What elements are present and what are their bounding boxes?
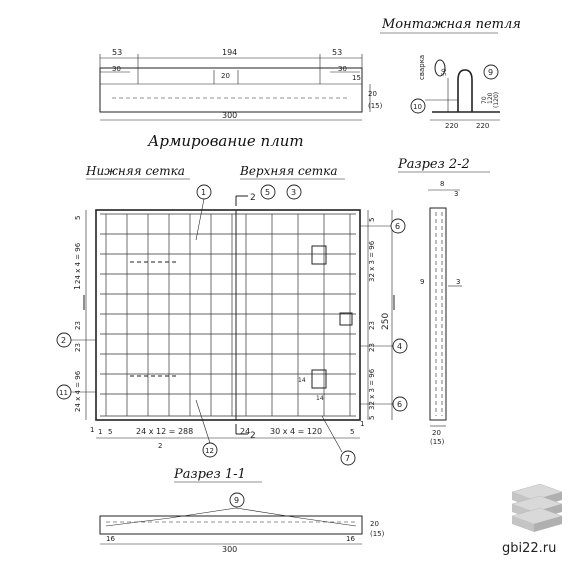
svg-text:23: 23 <box>368 321 376 330</box>
svg-text:9: 9 <box>488 68 493 77</box>
svg-text:1: 1 <box>73 285 82 290</box>
svg-text:5: 5 <box>368 416 376 420</box>
svg-text:1: 1 <box>90 426 94 434</box>
svg-text:24 x 4 = 96: 24 x 4 = 96 <box>74 370 82 412</box>
svg-text:1: 1 <box>98 428 102 436</box>
svg-text:3: 3 <box>454 190 458 198</box>
dim-15: 15 <box>352 74 361 82</box>
plan-view: 2 2 1 14 14 5 24 x 4 = 96 23 23 24 x 4 =… <box>56 184 408 466</box>
svg-text:(15): (15) <box>370 530 385 538</box>
svg-text:14: 14 <box>316 395 324 402</box>
section-11-rebar <box>105 507 357 527</box>
position-tags: 1 5 3 6 2 4 11 6 12 7 <box>56 184 408 466</box>
section-11-outline <box>99 515 363 535</box>
tag-6-bottom: 6 <box>397 400 402 409</box>
svg-text:32 x 3 = 96: 32 x 3 = 96 <box>368 240 376 282</box>
dim-24x12: 24 x 12 = 288 <box>136 427 193 436</box>
watermark-logo <box>511 483 563 532</box>
svg-text:5: 5 <box>74 216 82 220</box>
svg-text:50: 50 <box>441 68 448 76</box>
dim-15-paren: (15) <box>368 102 383 110</box>
svg-text:5: 5 <box>350 428 354 436</box>
svg-text:23: 23 <box>368 343 376 352</box>
tag-3: 3 <box>291 188 296 197</box>
svg-text:20: 20 <box>432 429 441 437</box>
svg-text:(15): (15) <box>430 438 445 446</box>
section-mark-2-bottom: 2 <box>250 431 256 441</box>
svg-text:32 x 3 = 96: 32 x 3 = 96 <box>368 368 376 410</box>
dim-30-left: 30 <box>112 65 121 73</box>
svg-text:8: 8 <box>440 180 444 188</box>
dim-53-left: 53 <box>112 48 122 57</box>
dim-20-right: 20 <box>368 90 377 98</box>
dim-194: 194 <box>222 48 237 57</box>
svg-text:9: 9 <box>420 278 424 286</box>
svg-text:2: 2 <box>158 442 162 450</box>
svg-text:10: 10 <box>413 103 422 111</box>
svg-text:23: 23 <box>74 343 82 352</box>
svg-text:1: 1 <box>360 420 364 428</box>
title-section-11: Разрез 1-1 <box>173 467 246 482</box>
svg-text:5: 5 <box>368 218 376 222</box>
tag-5: 5 <box>265 188 270 197</box>
tag-11: 11 <box>59 389 68 397</box>
loop-shape <box>457 69 473 112</box>
dim-53-right: 53 <box>332 48 342 57</box>
svg-text:220: 220 <box>476 122 489 130</box>
svg-text:14: 14 <box>298 377 306 384</box>
mesh-grid <box>100 213 356 417</box>
svg-text:70: 70 <box>481 96 488 104</box>
tag-7: 7 <box>345 454 350 463</box>
weld-label: сварка <box>418 55 426 80</box>
title-reinforcement: Армирование плит <box>147 132 304 150</box>
tag-9: 9 <box>234 496 239 505</box>
tag-circle-9 <box>483 64 499 80</box>
svg-text:16: 16 <box>106 535 115 543</box>
mounting-loop-detail: Монтажная петля сварка 50 70 120 (120) 2… <box>380 17 521 130</box>
dim-300-section: 300 <box>222 545 237 554</box>
svg-text:5: 5 <box>108 428 112 436</box>
slab-outline <box>99 67 363 113</box>
svg-text:120: 120 <box>487 92 494 104</box>
tag-circle-10 <box>410 98 426 114</box>
dim-300: 300 <box>222 111 237 120</box>
tag-6-top: 6 <box>395 222 400 231</box>
svg-text:(120): (120) <box>493 92 500 108</box>
tag-1: 1 <box>201 188 206 197</box>
tag-4: 4 <box>397 342 402 351</box>
section-1-1: Разрез 1-1 9 20 (15) 16 16 300 <box>99 467 385 554</box>
svg-text:20: 20 <box>370 520 379 528</box>
section-mark-2-top: 2 <box>250 193 256 203</box>
plan-outline <box>95 209 361 421</box>
section-22-outline <box>429 207 447 421</box>
svg-text:220: 220 <box>445 122 458 130</box>
dim-30-right: 30 <box>338 65 347 73</box>
top-elevation-view: 53 194 53 30 30 20 15 20 (15) 300 <box>99 48 383 121</box>
watermark-text: gbi22.ru <box>502 541 556 556</box>
svg-text:24: 24 <box>240 427 250 436</box>
dim-250: 250 <box>381 313 391 330</box>
title-bottom-mesh: Нижняя сетка <box>85 164 185 178</box>
dim-30x4: 30 x 4 = 120 <box>270 427 322 436</box>
tag-2: 2 <box>61 336 66 345</box>
svg-text:24 x 4 = 96: 24 x 4 = 96 <box>74 242 82 284</box>
section-2-2: 8 3 3 9 20 (15) <box>420 180 462 446</box>
svg-text:3: 3 <box>456 278 460 286</box>
svg-text:16: 16 <box>346 535 355 543</box>
svg-text:23: 23 <box>74 321 82 330</box>
title-mounting-loop: Монтажная петля <box>381 17 521 32</box>
title-section-22: Разрез 2-2 <box>397 157 470 172</box>
dim-20-mid: 20 <box>221 72 230 80</box>
title-top-mesh: Верхняя сетка <box>239 164 338 178</box>
tag-12: 12 <box>205 447 214 455</box>
